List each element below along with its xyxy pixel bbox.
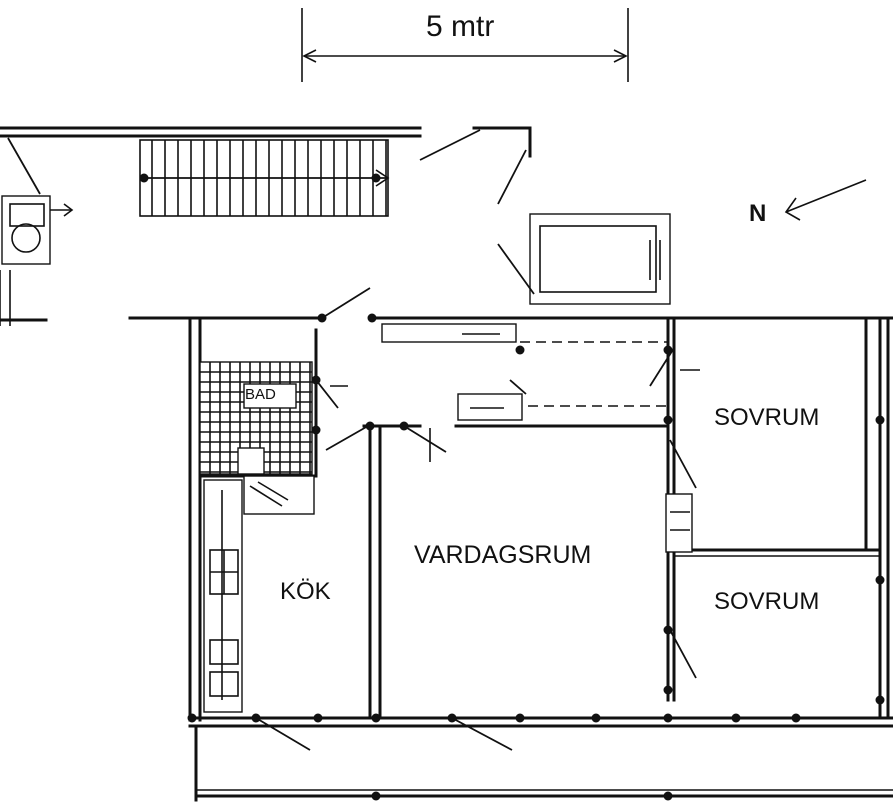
- scale-bar: [301, 8, 629, 82]
- room-label-sovrum-2: SOVRUM: [714, 588, 820, 615]
- wall-joint: [791, 713, 801, 723]
- wall-joint: [663, 625, 673, 635]
- wall-joint: [663, 415, 673, 425]
- wall-joint: [663, 345, 673, 355]
- wall-joint: [663, 685, 673, 695]
- wall-joint: [591, 713, 601, 723]
- outer-walls: [128, 316, 893, 802]
- wall-joint: [447, 713, 457, 723]
- wall-joint: [311, 425, 321, 435]
- wall-joint: [399, 421, 409, 431]
- wall-joint: [365, 421, 375, 431]
- north-arrow: [784, 179, 867, 221]
- wall-joints: [139, 173, 885, 801]
- wall-joint: [875, 695, 885, 705]
- wall-joint: [251, 713, 261, 723]
- room-label-sovrum-1: SOVRUM: [714, 404, 820, 431]
- wall-joint: [875, 415, 885, 425]
- interior-walls: [255, 316, 882, 751]
- wall-joint: [371, 791, 381, 801]
- corridor: [381, 323, 700, 428]
- wall-joint: [311, 375, 321, 385]
- wall-joint: [515, 713, 525, 723]
- hall-closet: [419, 126, 671, 305]
- north-label: N: [749, 200, 767, 227]
- wall-joint: [371, 173, 381, 183]
- wall-joint: [515, 345, 525, 355]
- room-label-kok: KÖK: [280, 578, 331, 605]
- wall-joint: [139, 173, 149, 183]
- wall-joint: [317, 313, 327, 323]
- wall-joint: [663, 713, 673, 723]
- wall-joint: [371, 713, 381, 723]
- wall-joint: [731, 713, 741, 723]
- room-label-vardagsrum: VARDAGSRUM: [414, 541, 592, 569]
- wall-joint: [187, 713, 197, 723]
- kitchen: [203, 475, 315, 713]
- wall-joint: [663, 791, 673, 801]
- wall-joint: [313, 713, 323, 723]
- wall-joint: [875, 575, 885, 585]
- scale-label: 5 mtr: [426, 10, 495, 43]
- washer-cabinet: [0, 137, 74, 326]
- bathroom: [198, 287, 371, 478]
- wall-joint: [367, 313, 377, 323]
- staircase: [0, 126, 422, 217]
- room-label-bad: BAD: [245, 386, 276, 403]
